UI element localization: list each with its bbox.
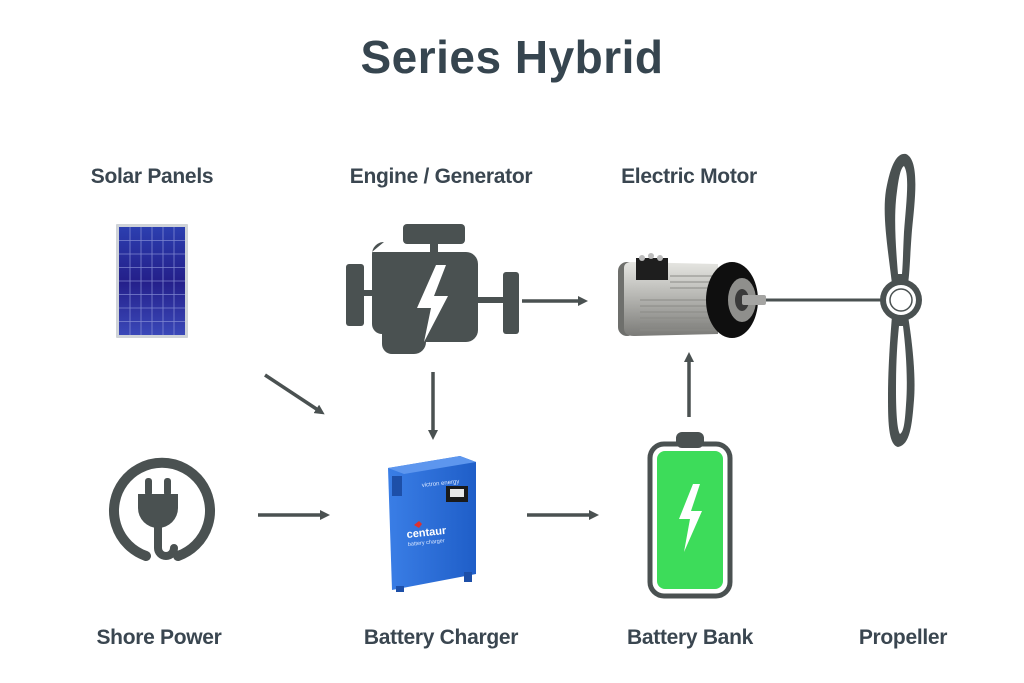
charger-brand-text: victron energy (422, 479, 460, 489)
arrow-solar-to-charger (264, 373, 325, 415)
propeller-icon (880, 153, 922, 447)
label-propeller: Propeller (858, 626, 948, 649)
electric-motor-icon (618, 253, 766, 338)
label-electric-motor: Electric Motor (621, 165, 757, 188)
charger-subtitle-text: battery charger (408, 538, 446, 548)
battery-charger-icon: victron energy centaur battery charger (388, 456, 476, 592)
diagram-title: Series Hybrid (360, 31, 664, 83)
label-engine-generator: Engine / Generator (349, 165, 533, 188)
label-solar-panels: Solar Panels (90, 165, 214, 188)
label-battery-charger: Battery Charger (363, 626, 519, 649)
battery-icon (647, 432, 733, 599)
engine-icon (346, 224, 519, 354)
solar-panel-icon (116, 224, 188, 338)
label-shore-power: Shore Power (96, 626, 222, 649)
arrows (258, 296, 694, 520)
plug-icon (109, 457, 215, 561)
charger-model-text: centaur (406, 525, 447, 541)
label-battery-bank: Battery Bank (627, 626, 753, 649)
